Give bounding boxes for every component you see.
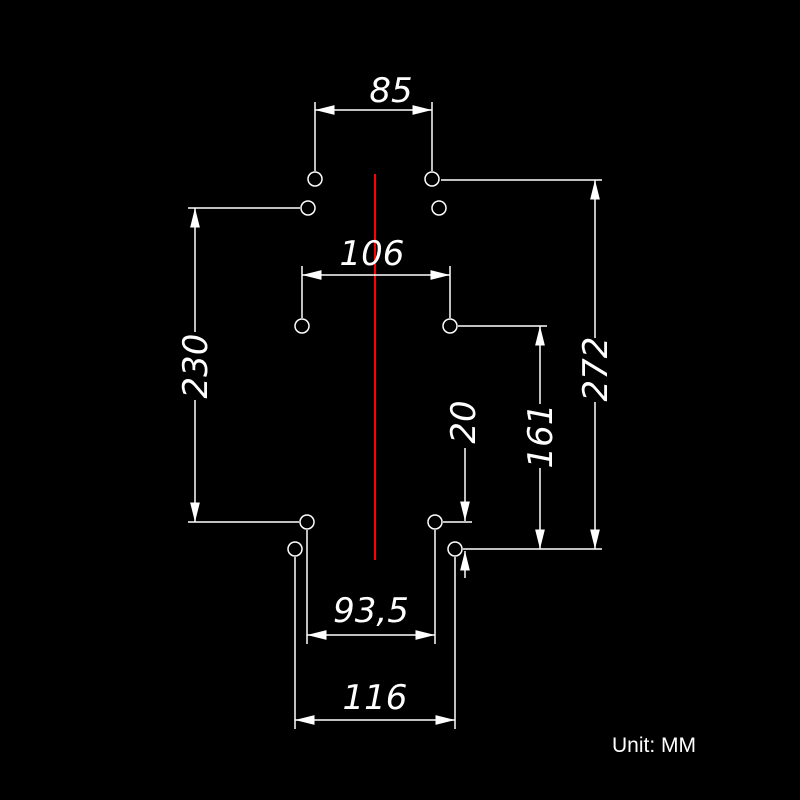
dim-label-mid-width: 106 [340,234,405,274]
mounting-hole [447,541,463,557]
mounting-hole [424,171,440,187]
dimension-labels: 85 106 230 272 161 20 93,5 116 Unit: MM [176,71,696,757]
dim-label-mid-right-height: 161 [521,404,561,469]
mounting-hole [287,541,303,557]
mounting-hole [294,318,310,334]
mounting-hole [299,514,315,530]
mounting-hole [307,171,323,187]
mounting-holes [287,171,463,557]
dim-label-bottom-row-gap: 20 [444,400,484,443]
extension-lines-horizontal [188,179,602,550]
dim-label-top-width: 85 [369,71,412,111]
dim-label-bottom-inner-width: 93,5 [333,591,409,631]
dim-label-bottom-outer-width: 116 [343,678,408,718]
unit-label: Unit: MM [612,734,696,757]
dim-label-right-height: 272 [576,337,616,402]
mounting-hole [431,200,447,216]
mounting-hole [427,514,443,530]
mounting-hole [300,200,316,216]
linework [188,102,602,729]
dimension-lines [190,105,600,725]
mounting-hole [442,318,458,334]
dim-label-left-height: 230 [176,334,216,399]
